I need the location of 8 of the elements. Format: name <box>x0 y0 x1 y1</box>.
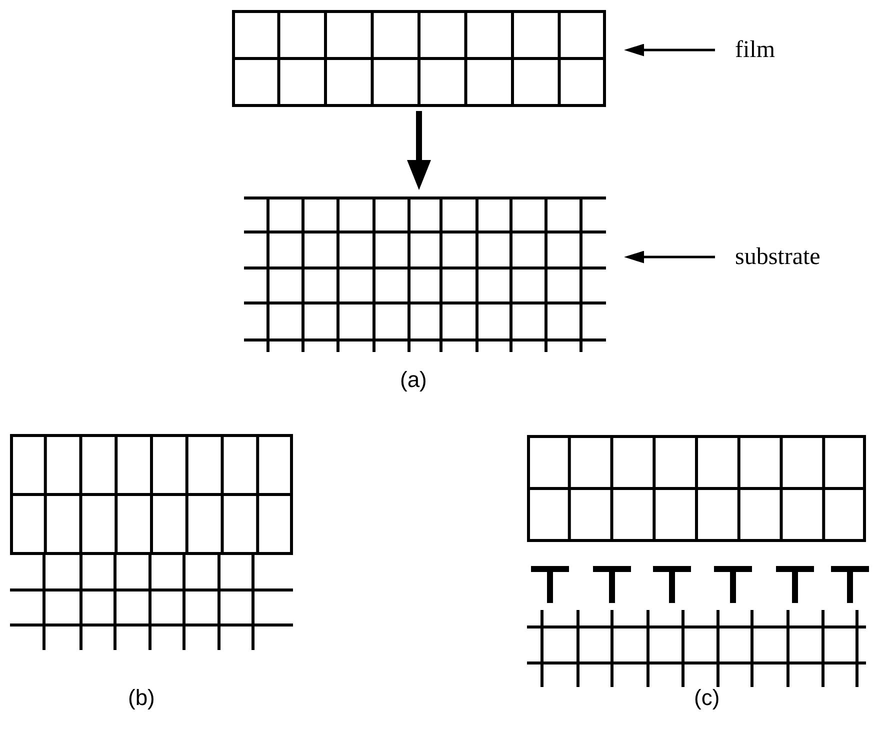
leader-arrow <box>624 250 715 264</box>
arrow <box>407 111 431 190</box>
panel-label: (a) <box>400 366 427 394</box>
layer-label: film <box>735 36 775 65</box>
panel-label: (c) <box>694 684 720 712</box>
panel-label: (b) <box>128 684 155 712</box>
layer-label: substrate <box>735 243 820 272</box>
leader-arrow <box>624 44 715 56</box>
